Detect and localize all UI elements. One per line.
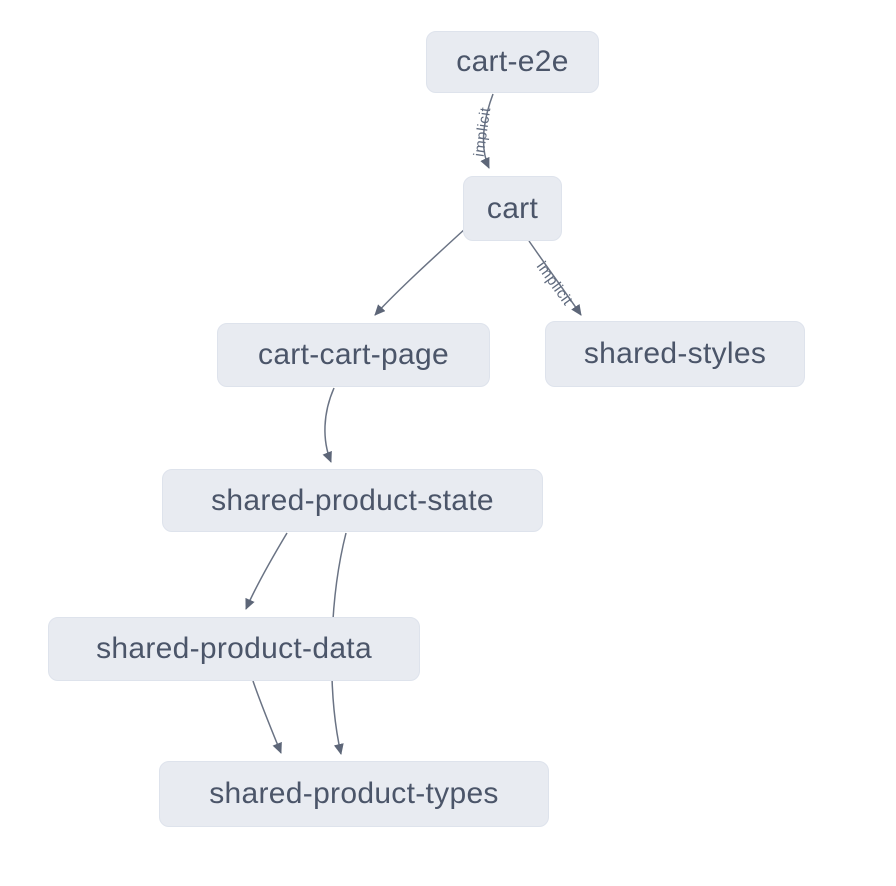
node-shared-product-types[interactable]: shared-product-types [159, 761, 549, 827]
edge-label-cart-e2e-to-cart: implicit [471, 106, 495, 158]
node-label-shared-product-state: shared-product-state [211, 483, 494, 517]
node-shared-product-state[interactable]: shared-product-state [162, 469, 543, 532]
edge-cart-to-shared-styles [528, 240, 582, 316]
node-cart-cart-page[interactable]: cart-cart-page [217, 323, 490, 387]
node-shared-styles[interactable]: shared-styles [545, 321, 805, 387]
node-label-cart-e2e: cart-e2e [456, 45, 569, 78]
node-label-shared-product-data: shared-product-data [96, 632, 372, 665]
edge-label-cart-to-shared-styles: implicit [533, 259, 576, 310]
edge-cart-cart-page-to-shared-product-state [322, 387, 335, 463]
node-label-cart-cart-page: cart-cart-page [258, 338, 449, 371]
node-cart[interactable]: cart [463, 176, 562, 241]
node-label-shared-styles: shared-styles [583, 337, 767, 370]
node-shared-product-data[interactable]: shared-product-data [48, 617, 420, 681]
node-label-shared-product-types: shared-product-types [209, 777, 499, 810]
edge-cart-to-cart-cart-page [374, 227, 467, 316]
edge-shared-product-data-to-shared-product-types [252, 680, 282, 754]
node-label-cart: cart [486, 191, 539, 225]
edge-shared-product-state-to-shared-product-data [245, 532, 288, 610]
edge-cart-e2e-to-cart [480, 93, 494, 169]
node-cart-e2e[interactable]: cart-e2e [426, 31, 599, 93]
